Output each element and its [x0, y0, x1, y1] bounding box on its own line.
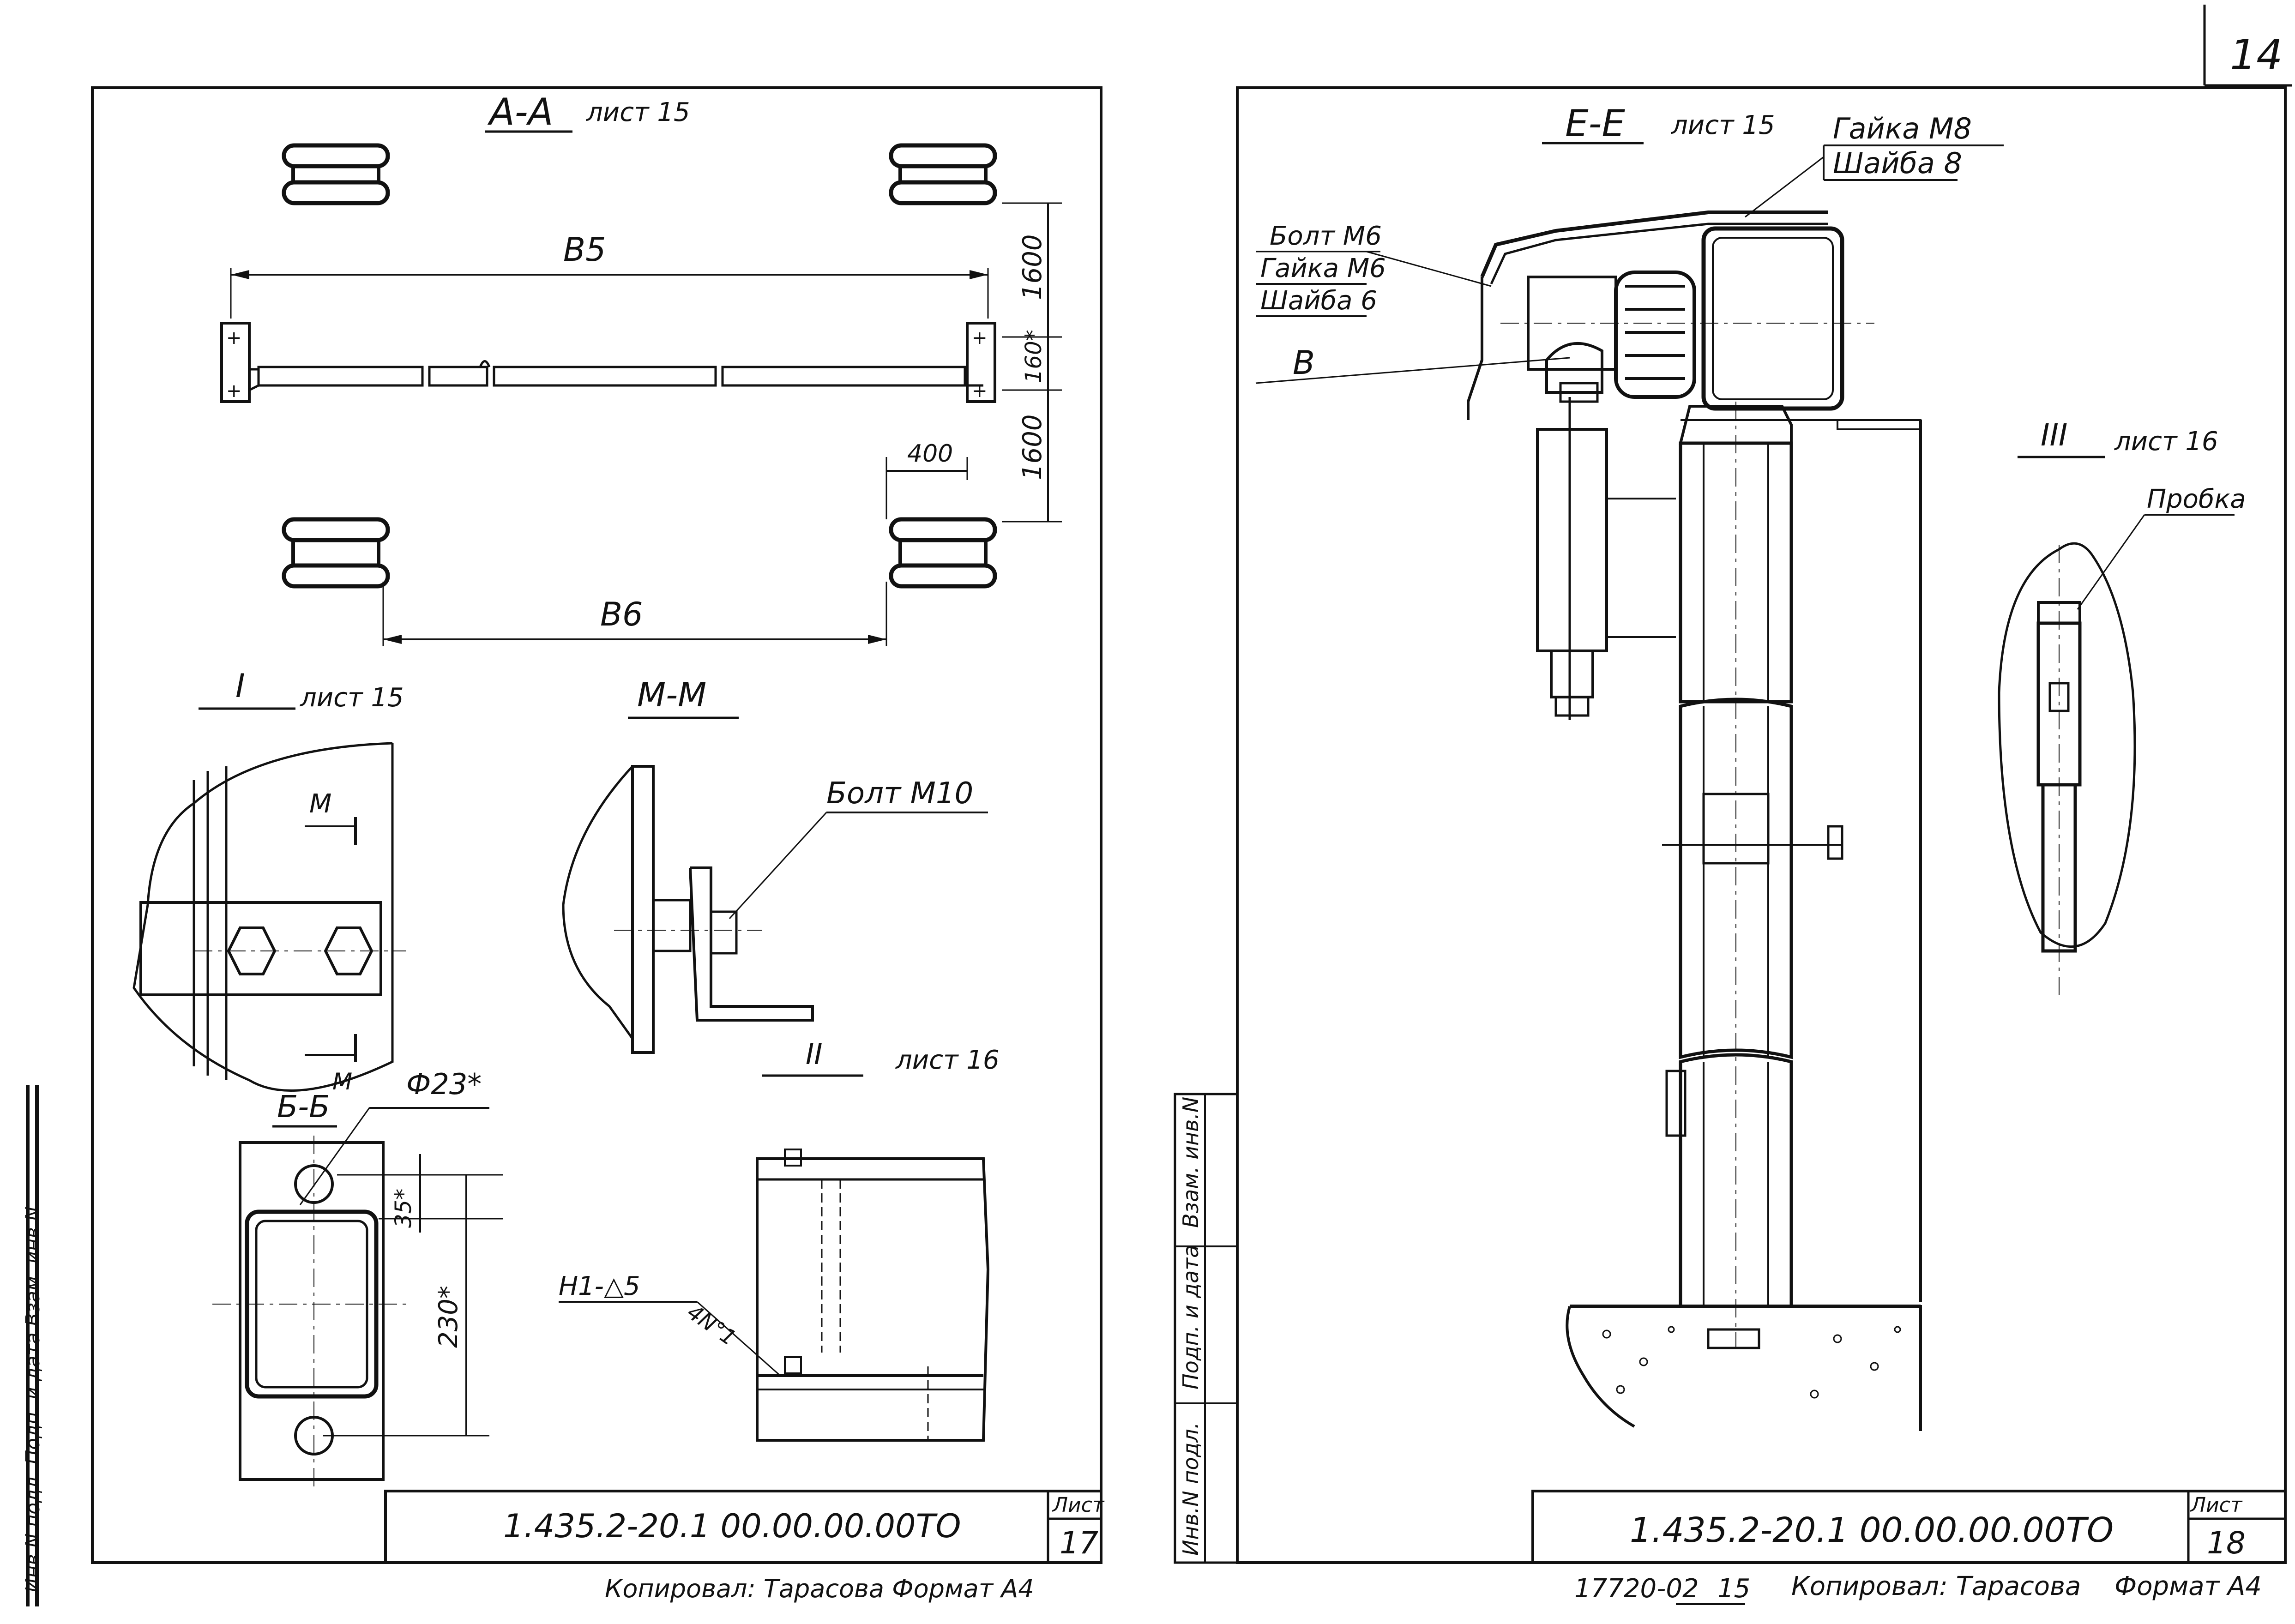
- svg-text:+: +: [972, 380, 988, 402]
- section-ee-detail: [1467, 211, 1922, 1431]
- weld-count: 4N°1: [683, 1299, 741, 1351]
- right-side-stamp: Взам. инв.N Подп. и дата Инв.N подл.: [1174, 1093, 1239, 1564]
- left-sheet: Инв.N подл. Подп. и дата Взам. инв.N А-А…: [21, 86, 1105, 1606]
- right-format: Формат А4: [2114, 1571, 2262, 1601]
- view-i-detail: М М: [133, 742, 406, 1095]
- left-drawing-code: 1.435.2-20.1 00.00.00.00ТО: [503, 1507, 961, 1545]
- dim-b5: В5: [563, 231, 606, 269]
- section-mm-detail: Болт М10: [562, 765, 988, 1054]
- left-title-block: 1.435.2-20.1 00.00.00.00ТО Лист 17: [384, 1490, 1105, 1564]
- dim-35: 35*: [391, 1189, 416, 1228]
- view-iii-title: III: [2041, 417, 2067, 453]
- view-ii-title: II: [806, 1037, 823, 1071]
- section-ee-title: Е-Е: [1565, 102, 1625, 145]
- section-bb-detail: Ф23* 35* 230*: [212, 1067, 503, 1491]
- section-ee-ref: лист 15: [1671, 110, 1775, 140]
- top-sheet-number: 14: [2230, 31, 2283, 79]
- roller-top-left: [282, 143, 390, 205]
- section-bb-title: Б-Б: [277, 1089, 330, 1125]
- plug-label: Пробка: [2147, 484, 2246, 514]
- nut-m8-label: Гайка М8: [1833, 112, 1972, 145]
- right-sheet-frame: [1236, 86, 2287, 1564]
- roller-top-right: [889, 143, 997, 205]
- roller-bottom-right: [889, 517, 997, 589]
- dim-230: 230*: [434, 1286, 464, 1348]
- section-mm-title: М-М: [637, 675, 706, 714]
- washer-6-label: Шайба 6: [1260, 286, 1377, 316]
- view-ii-detail: Н1-△5 4N°1: [559, 1149, 990, 1442]
- dim-d23: Ф23*: [406, 1067, 482, 1101]
- left-copied-by: Копировал: Тарасова Формат А4: [605, 1574, 1034, 1603]
- right-title-block: 1.435.2-20.1 00.00.00.00ТО Лист 18: [1531, 1490, 2287, 1564]
- left-sheet-label: Лист: [1052, 1493, 1105, 1517]
- view-iii-detail: [1998, 542, 2136, 997]
- cut-mark-m-bottom: М: [332, 1068, 352, 1095]
- cut-mark-m-top: М: [309, 789, 331, 819]
- left-sheet-number: 17: [1060, 1525, 1098, 1561]
- left-side-stamp: Инв.N подл. Подп. и дата Взам. инв.N: [21, 1085, 44, 1606]
- label-b: В: [1293, 344, 1315, 382]
- svg-text:Инв.N подл.: Инв.N подл.: [1178, 1422, 1203, 1556]
- nut-m6-label: Гайка М6: [1260, 253, 1386, 283]
- right-archive-number: 17720-02: [1574, 1574, 1699, 1604]
- dim-b6: В6: [600, 595, 643, 633]
- section-aa-ref: лист 15: [586, 97, 690, 127]
- weld-mark: Н1-△5: [559, 1271, 640, 1301]
- washer-8-label: Шайба 8: [1833, 146, 1962, 180]
- right-copied-by: Копировал: Тарасова: [1791, 1571, 2081, 1601]
- svg-text:Подп. и дата: Подп. и дата: [1178, 1245, 1203, 1389]
- view-ii-ref: лист 16: [895, 1045, 1000, 1075]
- svg-text:Взам. инв.N: Взам. инв.N: [1178, 1097, 1203, 1228]
- beam-aa: + + + +: [220, 322, 996, 403]
- dim-400: 400: [907, 440, 953, 468]
- bolt-m6-label: Болт М6: [1270, 221, 1382, 251]
- right-sheet: Взам. инв.N Подп. и дата Инв.N подл. Е-Е…: [1174, 86, 2287, 1605]
- view-i-ref: лист 15: [300, 683, 404, 713]
- right-drawing-code: 1.435.2-20.1 00.00.00.00ТО: [1630, 1510, 2114, 1550]
- right-sheet-number: 18: [2207, 1525, 2246, 1561]
- svg-text:+: +: [972, 327, 988, 349]
- roller-bottom-left: [282, 517, 390, 589]
- right-sheet-label: Лист: [2190, 1493, 2243, 1517]
- right-archive-page: 15: [1717, 1574, 1750, 1604]
- view-iii-ref: лист 16: [2114, 427, 2218, 457]
- dim-1600-bottom: 1600: [1018, 414, 1048, 480]
- svg-text:Инв.N подл. Подп. и дата Взам.: Инв.N подл. Подп. и дата Взам. инв.N: [21, 1207, 44, 1593]
- dim-160: 160*: [1021, 330, 1047, 383]
- svg-text:+: +: [226, 380, 242, 402]
- left-sheet-frame: [91, 86, 1102, 1564]
- bolt-m10-label: Болт М10: [826, 776, 973, 811]
- dim-1600-top: 1600: [1018, 234, 1048, 300]
- section-aa-title: А-А: [487, 90, 553, 133]
- view-i-title: I: [235, 667, 245, 705]
- svg-text:+: +: [226, 327, 242, 349]
